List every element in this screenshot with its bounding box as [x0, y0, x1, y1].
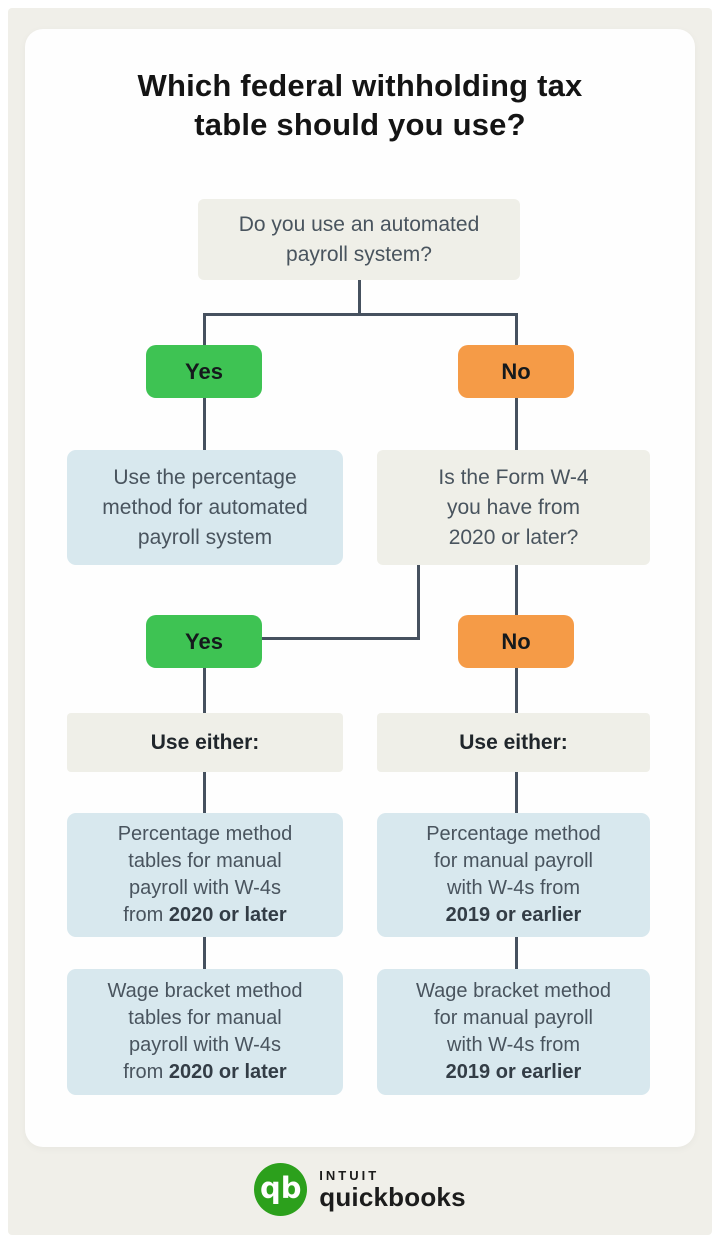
intuit-wordmark: INTUIT	[319, 1167, 380, 1183]
use-either-right: Use either:	[377, 713, 650, 772]
result-wagebracket-manual-2020: Wage bracket method tables for manual pa…	[67, 969, 343, 1095]
connector-q1-stem	[358, 279, 361, 315]
connector-no1-q2	[515, 396, 518, 452]
connector-useeither-left-result	[203, 771, 206, 815]
result-percentage-manual-2020: Percentage method tables for manual payr…	[67, 813, 343, 937]
page-title-line1: Which federal withholding tax	[137, 68, 583, 103]
connector-q2-no2	[515, 564, 518, 617]
branch-no-2: No	[458, 615, 574, 668]
result-wagebracket-manual-2019: Wage bracket method for manual payroll w…	[377, 969, 650, 1095]
quickbooks-wordmark: quickbooks	[319, 1181, 466, 1212]
branch-no-1: No	[458, 345, 574, 398]
quickbooks-logo-icon: qb	[254, 1163, 308, 1216]
connector-useeither-right-result	[515, 771, 518, 815]
page-title-line2: table should you use?	[194, 107, 526, 142]
question-automated-payroll: Do you use an automated payroll system?	[198, 199, 520, 280]
page-title: Which federal withholding tax table shou…	[45, 66, 675, 144]
branch-yes-2: Yes	[146, 615, 262, 668]
connector-branch1-yes	[203, 313, 206, 347]
result-percentage-automated: Use the percentage method for automated …	[67, 450, 343, 565]
connector-branch1-no	[515, 313, 518, 347]
quickbooks-brand: qb INTUIT quickbooks	[0, 1163, 720, 1216]
connector-right-results	[515, 935, 518, 969]
question-w4-year: Is the Form W-4 you have from 2020 or la…	[377, 450, 650, 565]
result-percentage-manual-2019: Percentage method for manual payroll wit…	[377, 813, 650, 937]
connector-branch1-bar	[203, 313, 518, 316]
connector-q2-yes2-elbow	[261, 564, 420, 640]
connector-no2-useeither	[515, 666, 518, 715]
connector-yes1-result	[203, 396, 206, 452]
connector-left-results	[203, 935, 206, 969]
use-either-left: Use either:	[67, 713, 343, 772]
branch-yes-1: Yes	[146, 345, 262, 398]
connector-yes2-useeither	[203, 666, 206, 715]
